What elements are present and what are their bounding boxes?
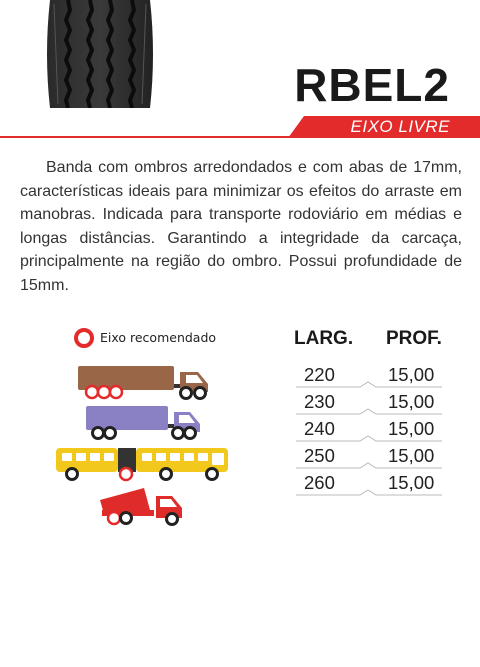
dump-truck-icon (100, 488, 182, 526)
truck-trailer-icon (78, 366, 208, 400)
width-header: LARG. (294, 328, 354, 349)
depth-value: 15,00 (388, 391, 435, 412)
depth-value: 15,00 (388, 472, 435, 493)
axle-banner: EIXO LIVRE (0, 116, 480, 138)
depth-value: 15,00 (388, 445, 435, 466)
row-divider (296, 462, 442, 469)
depth-value: 15,00 (388, 364, 435, 385)
truck-container-icon (86, 406, 200, 440)
product-name: RBEL2 (294, 59, 450, 111)
table-row: 250 15,00 (294, 443, 444, 469)
row-divider (296, 489, 442, 496)
row-divider (296, 381, 442, 388)
width-value: 260 (304, 472, 335, 493)
row-divider (296, 435, 442, 442)
depth-value: 15,00 (388, 418, 435, 439)
bus-icon (56, 448, 228, 482)
recommended-axle-icon (74, 328, 94, 348)
banner-shape (0, 116, 480, 138)
width-value: 230 (304, 391, 335, 412)
axle-label: EIXO LIVRE (350, 117, 450, 136)
width-value: 250 (304, 445, 335, 466)
table-row: 240 15,00 (294, 416, 444, 442)
table-row: 230 15,00 (294, 389, 444, 415)
row-divider (296, 408, 442, 415)
width-value: 240 (304, 418, 335, 439)
table-row: 220 15,00 (294, 362, 444, 388)
width-value: 220 (304, 364, 335, 385)
table-row: 260 15,00 (294, 470, 444, 496)
depth-header: PROF. (386, 328, 442, 349)
legend-label: Eixo recomendado (100, 330, 217, 345)
tire-tread-image (47, 0, 153, 108)
product-description: Banda com ombros arredondados e com abas… (20, 159, 462, 294)
